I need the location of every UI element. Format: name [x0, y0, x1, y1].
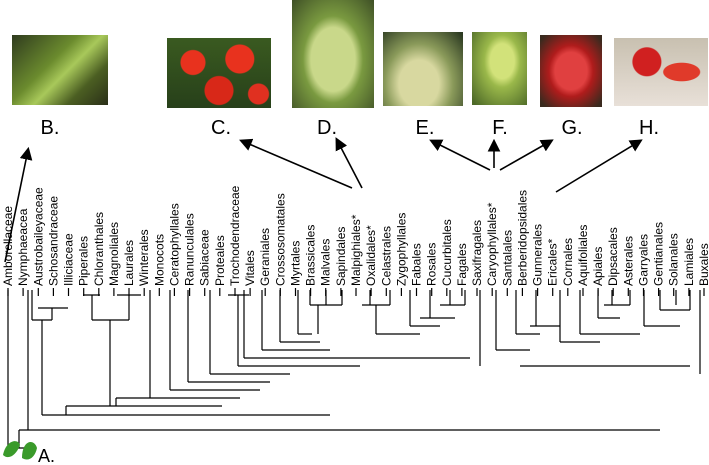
arrow-to-c	[239, 138, 353, 189]
panel-g-photo	[540, 35, 602, 107]
taxon-label: Asterales	[621, 236, 635, 286]
panel-letter-a: A.	[38, 446, 55, 465]
taxon-label: Sapindales	[334, 227, 348, 286]
taxon-label: Aquifoliales	[576, 225, 590, 286]
taxon-label: Solanales	[667, 233, 681, 286]
taxon-label: Cornales	[561, 238, 575, 286]
panel-e-photo	[383, 32, 463, 106]
taxon-label: Malvales	[319, 239, 333, 286]
taxon-label: Vitales	[243, 250, 257, 286]
taxon-label: Apiales	[591, 247, 605, 286]
arrow-to-g	[499, 139, 554, 171]
taxon-label: Oxalidales*	[364, 225, 378, 286]
panel-c-photo	[167, 38, 271, 108]
taxon-label: Zygophyllales	[394, 213, 408, 286]
taxon-label: Saxifragales	[470, 220, 484, 286]
taxon-label: Ericales*	[546, 238, 560, 286]
taxon-label: Schosandraceae	[46, 196, 60, 286]
taxon-label: Fagales	[455, 243, 469, 286]
taxon-label: Rosales	[425, 243, 439, 286]
taxon-label: Nymphaeacea	[16, 208, 30, 286]
panel-letter-e: E.	[415, 117, 435, 139]
tree-branches	[7, 290, 701, 449]
panel-letter-b: B.	[40, 117, 60, 139]
arrow-to-e	[429, 139, 491, 171]
panel-f-photo	[472, 32, 527, 105]
taxon-label: Monocots	[152, 234, 166, 286]
taxon-label: Celastrales	[379, 226, 393, 286]
taxon-label: Malpighiales*	[349, 214, 363, 286]
taxon-label: Myrtales	[289, 241, 303, 286]
taxon-label: Dipsacales	[606, 227, 620, 286]
taxon-label: Ceratophyllales	[167, 203, 181, 286]
arrow-to-d	[335, 137, 363, 189]
panel-letter-h: H.	[639, 117, 659, 139]
taxon-label: Ranunculales	[183, 213, 197, 286]
taxon-label: Magnoliales	[107, 222, 121, 286]
taxon-label: Austrobaileyaceae	[31, 187, 45, 286]
panel-letter-g: G.	[561, 117, 583, 139]
taxon-label: Sabiaceae	[198, 229, 212, 286]
leaf-pair-icon	[3, 441, 37, 460]
panel-d-photo	[292, 0, 374, 108]
panel-b-photo	[12, 35, 108, 105]
panel-h-photo	[614, 38, 708, 106]
panel-letter-d: D.	[317, 117, 337, 139]
taxon-label: Garryales	[637, 234, 651, 286]
taxon-label: Winterales	[137, 229, 151, 286]
taxon-label: Proteales	[213, 235, 227, 286]
taxon-label: Geraniales	[258, 228, 272, 286]
arrow-to-b	[4, 146, 33, 263]
taxon-label: Caryophyllales*	[485, 202, 499, 286]
taxon-label: Laurales	[122, 240, 136, 286]
panel-letter-f: F.	[492, 117, 508, 139]
taxon-label: Cucurbitales	[440, 219, 454, 286]
taxon-label: Brassicales	[304, 225, 318, 286]
taxon-label: Buxales	[697, 243, 709, 286]
taxon-label: Fabales	[410, 243, 424, 286]
taxon-label: Gentianales	[652, 222, 666, 286]
taxon-label: Santalales	[500, 230, 514, 286]
panel-arrows	[4, 137, 643, 263]
panel-letter-c: C.	[211, 117, 231, 139]
taxon-label: Berberidopsidales	[515, 190, 529, 286]
taxon-label: Trochodendraceae	[228, 185, 242, 286]
taxon-label: Lamiales	[682, 238, 696, 286]
taxon-label: Illiciaceae	[62, 233, 76, 286]
taxon-label: Piperales	[77, 236, 91, 286]
taxon-label: Chloranthales	[92, 212, 106, 286]
taxon-label: Crossosomatales	[273, 193, 287, 286]
taxon-label: Gunnerales	[531, 224, 545, 286]
arrow-to-h	[555, 139, 643, 193]
